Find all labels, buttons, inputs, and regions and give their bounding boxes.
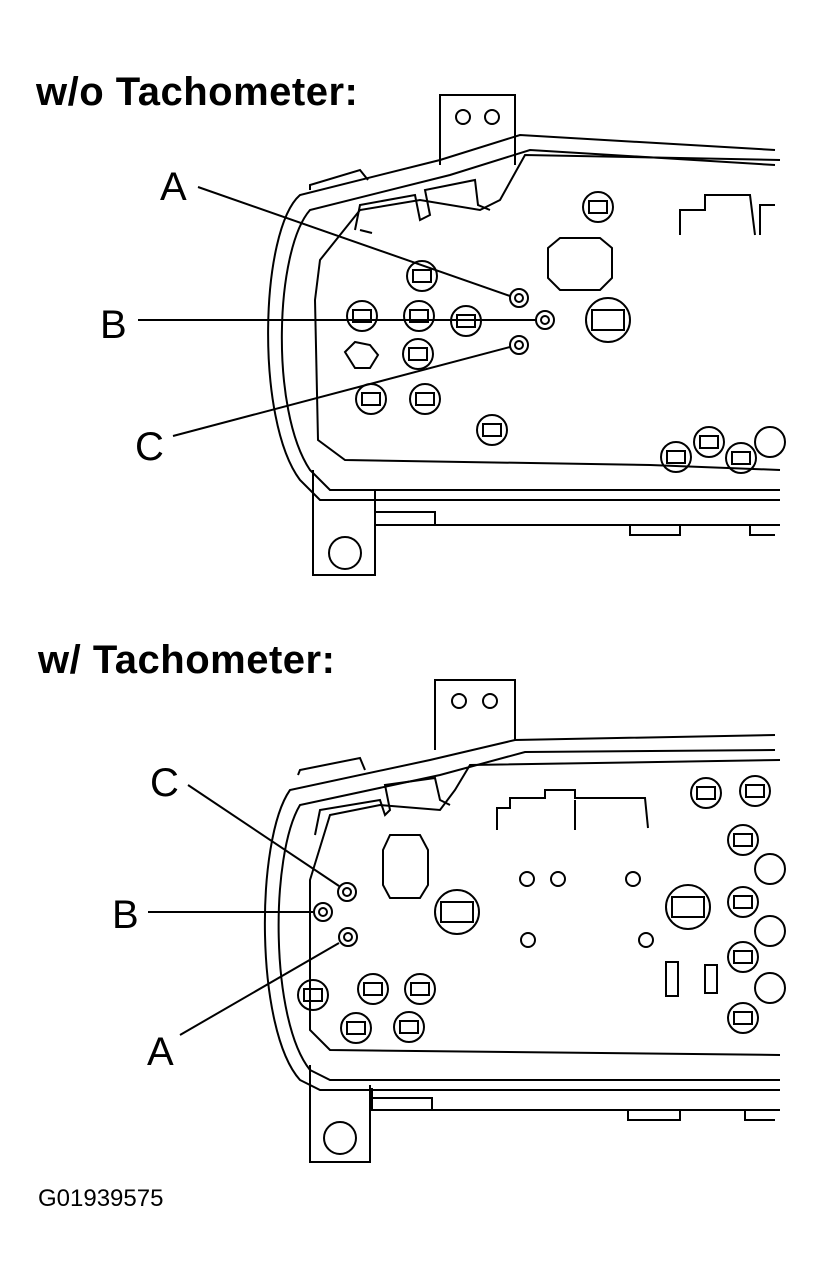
housing-outline — [267, 133, 780, 501]
label-a: A — [160, 165, 187, 209]
terminal-a — [509, 288, 529, 308]
top-mounting-tab — [439, 94, 516, 165]
label-c: C — [135, 425, 164, 469]
bulb-sockets — [343, 191, 786, 474]
leader-line-c — [172, 346, 511, 437]
circuit-board-outline — [313, 153, 781, 471]
heading-with-tachometer: w/ Tachometer: — [38, 638, 336, 682]
heading-without-tachometer: w/o Tachometer: — [36, 70, 359, 114]
bottom-mounting-tab — [312, 470, 376, 576]
label-c: C — [150, 761, 179, 805]
leader-line-a — [197, 186, 511, 297]
bulb-sockets — [297, 775, 786, 1044]
top-mounting-tab — [434, 679, 516, 750]
leader-line-a — [179, 942, 340, 1036]
cluster-diagram-with-tachometer: C B A — [112, 679, 786, 1163]
terminal-a — [338, 927, 358, 947]
bottom-mounting-tab — [309, 1065, 371, 1163]
label-a: A — [147, 1030, 174, 1074]
circuit-board-outline — [309, 759, 781, 1056]
terminal-b — [313, 902, 333, 922]
housing-outline — [263, 734, 780, 1091]
terminal-c — [337, 882, 357, 902]
figure-id: G01939575 — [38, 1185, 164, 1212]
label-b: B — [112, 893, 139, 937]
leader-line-c — [187, 784, 340, 887]
label-b: B — [100, 303, 127, 347]
cluster-diagram-without-tachometer: A B C — [100, 94, 786, 576]
terminal-c — [509, 335, 529, 355]
terminal-b — [535, 310, 555, 330]
